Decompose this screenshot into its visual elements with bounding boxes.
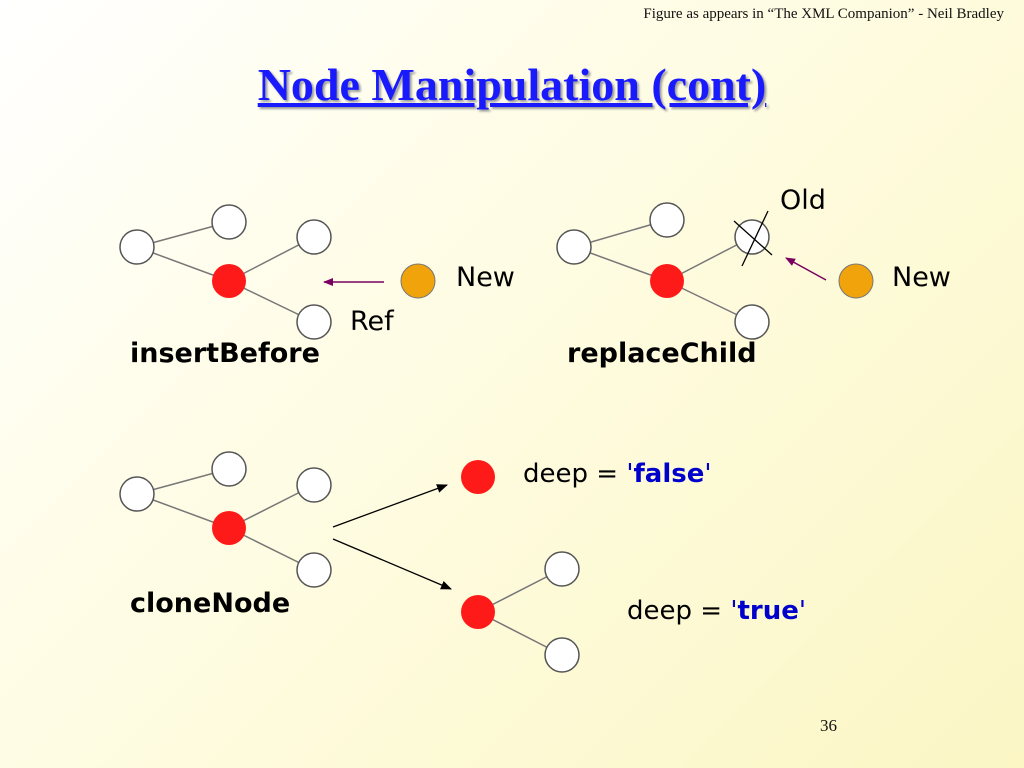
- deep-false-label: deep = 'false': [523, 459, 712, 489]
- active-node: [212, 511, 246, 545]
- clone-node-tree: [119, 451, 580, 673]
- replace-new-label: New: [892, 262, 951, 293]
- slide-title: Node Manipulation (cont): [257, 59, 767, 110]
- deep-false-quote: ': [626, 459, 634, 489]
- clone-shallow-arrow: [332, 484, 448, 528]
- tree-node: [296, 219, 332, 255]
- tree-node: [296, 467, 332, 503]
- insert-ref-label: Ref: [350, 306, 394, 337]
- deep-false-value: false: [633, 459, 705, 489]
- clone-node-caption: cloneNode: [130, 588, 291, 619]
- replace-child-tree: [556, 202, 874, 340]
- cross-out-line: [741, 210, 769, 267]
- clone-deep-arrow: [332, 538, 452, 590]
- deep-true-value: true: [737, 596, 799, 626]
- shallow-clone-node: [461, 460, 495, 494]
- source-credit: Figure as appears in “The XML Companion”…: [643, 6, 1004, 22]
- tree-node: [211, 204, 247, 240]
- tree-node: [734, 304, 770, 340]
- new-node: [400, 263, 436, 299]
- tree-node: [556, 229, 592, 265]
- tree-node: [296, 552, 332, 588]
- cross-out-line: [733, 220, 773, 256]
- insert-before-tree: [119, 204, 436, 340]
- tree-node: [544, 551, 580, 587]
- deep-false-quote: ': [704, 459, 712, 489]
- new-node: [838, 263, 874, 299]
- deep-true-prefix: deep =: [627, 596, 731, 626]
- insert-new-label: New: [456, 262, 515, 293]
- deep-true-label: deep = 'true': [627, 596, 806, 626]
- tree-node: [211, 451, 247, 487]
- insert-before-caption: insertBefore: [130, 338, 320, 369]
- page-number: 36: [820, 716, 837, 735]
- ref-node: [296, 304, 332, 340]
- tree-node: [119, 229, 155, 265]
- tree-node: [544, 637, 580, 673]
- tree-node: [649, 202, 685, 238]
- replace-pointer-arrow: [785, 257, 827, 281]
- active-node: [212, 264, 246, 298]
- deep-clone-node: [461, 595, 495, 629]
- deep-false-prefix: deep =: [523, 459, 627, 489]
- replace-child-caption: replaceChild: [567, 338, 757, 369]
- tree-node: [119, 476, 155, 512]
- replace-old-label: Old: [780, 185, 826, 216]
- active-node: [650, 264, 684, 298]
- deep-true-quote: ': [798, 596, 807, 626]
- deep-true-quote: ': [730, 596, 738, 626]
